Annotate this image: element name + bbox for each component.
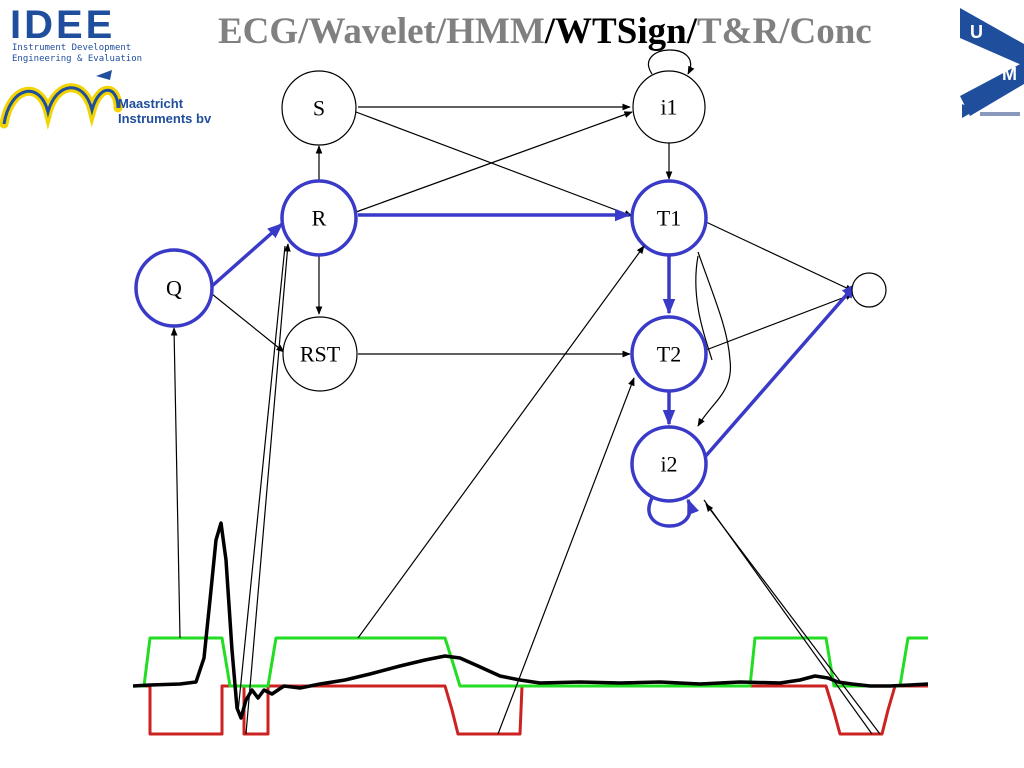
- pointer-to-t1: [357, 245, 645, 639]
- ecg-waveform: [132, 521, 929, 736]
- pointer-to-r-1: [245, 243, 291, 735]
- node-r-label: R: [312, 206, 327, 231]
- slide-title: ECG/Wavelet/HMM/WTSign/T&R/Conc: [218, 10, 928, 53]
- mi-logo-line1: Maastricht: [118, 96, 184, 111]
- title-muted-1: ECG/Wavelet/HMM: [218, 11, 545, 52]
- edge-t1-i2-curve: [697, 251, 732, 427]
- node-s: S: [281, 70, 357, 146]
- node-i2-label: i2: [660, 452, 677, 477]
- node-t2-label: T2: [657, 342, 681, 367]
- node-q: Q: [134, 248, 214, 328]
- edge-q-rst: [211, 293, 285, 353]
- ecg-trace: [132, 521, 929, 720]
- edge-q-r: [210, 222, 284, 288]
- idee-logo-line2: Engineering & Evaluation: [12, 54, 142, 64]
- node-i2: i2: [630, 425, 708, 503]
- node-q-label: Q: [166, 276, 182, 301]
- um-logo-m: M: [1002, 64, 1017, 84]
- node-t1: T1: [630, 179, 708, 257]
- edge-r-i1: [355, 111, 633, 213]
- maastricht-instruments-logo: Maastricht Instruments bv: [0, 70, 212, 130]
- idee-logo-line1: Instrument Development: [12, 43, 131, 53]
- idee-logo: IDEE Instrument Development Engineering …: [10, 4, 142, 64]
- title-muted-2: T&R/Conc: [696, 11, 872, 52]
- edge-t2-end: [705, 293, 854, 351]
- node-t2: T2: [630, 315, 708, 393]
- observation-pointers: [170, 243, 881, 735]
- node-end: [851, 272, 887, 308]
- mi-logo-line2: Instruments bv: [118, 111, 212, 126]
- um-logo-u: U: [970, 22, 983, 42]
- edge-i2-self-loop: [647, 497, 699, 528]
- pointer-to-i2-2: [703, 499, 873, 735]
- node-rst: RST: [282, 316, 358, 392]
- node-t1-label: T1: [657, 206, 681, 231]
- idee-logo-wordmark: IDEE: [10, 4, 115, 47]
- edges-black: [211, 49, 854, 427]
- title-active: /WTSign/: [544, 11, 697, 52]
- node-i1: i1: [632, 70, 706, 144]
- edge-s-t1: [355, 111, 633, 217]
- edge-i1-self-loop: [648, 49, 695, 75]
- red-segmentation-trace: [133, 684, 928, 736]
- edge-i2-end: [702, 282, 858, 460]
- um-logo: U M: [960, 8, 1024, 118]
- edge-t1-i2-curve-inner: [695, 255, 713, 361]
- pointer-to-t2: [497, 377, 635, 735]
- node-s-label: S: [313, 96, 325, 121]
- pointer-to-q: [170, 327, 181, 639]
- node-rst-label: RST: [300, 342, 341, 367]
- node-i1-label: i1: [660, 95, 677, 120]
- pointer-to-r-2: [237, 245, 286, 713]
- node-r: R: [280, 179, 358, 257]
- edges-highlight: [210, 208, 858, 528]
- edge-t1-end: [705, 221, 854, 292]
